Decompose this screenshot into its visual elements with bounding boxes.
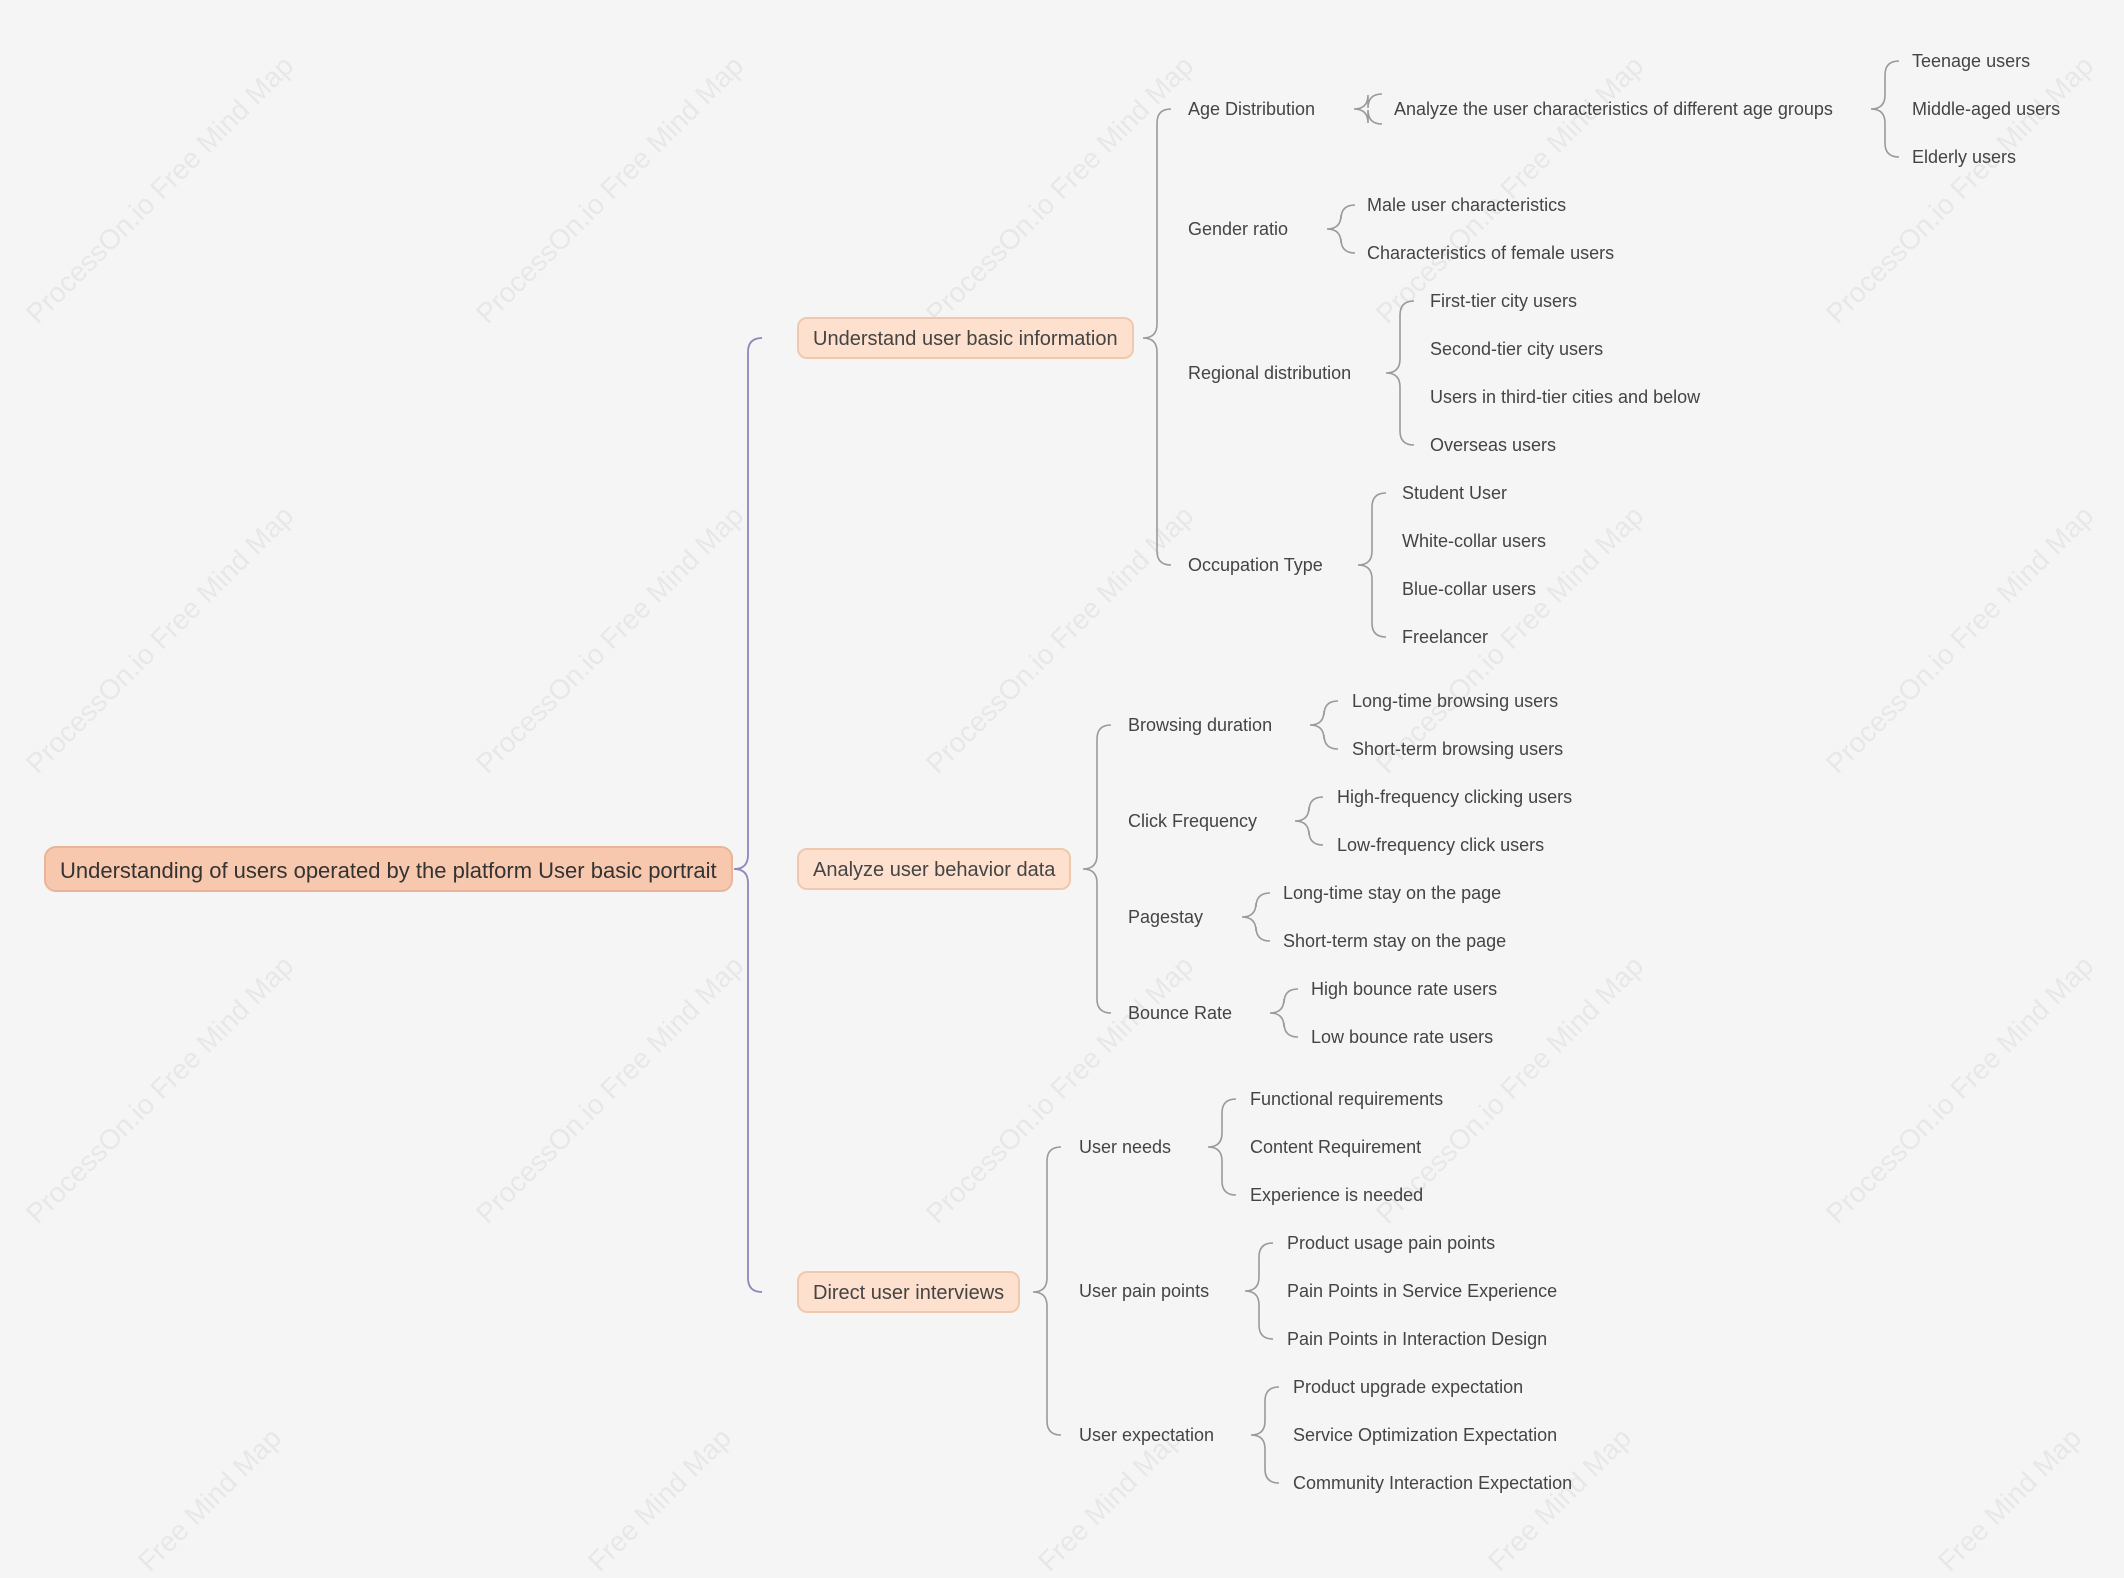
- browsing-duration-connector: [1309, 700, 1339, 750]
- item-high-bounce-rate-users[interactable]: High bounce rate users: [1311, 979, 1498, 999]
- topic-user-needs[interactable]: User needs: [1079, 1137, 1172, 1157]
- item-overseas-users[interactable]: Overseas users: [1430, 435, 1557, 455]
- topic-bounce-rate[interactable]: Bounce Rate: [1128, 1003, 1233, 1023]
- item-product-usage-pain-points[interactable]: Product usage pain points: [1287, 1233, 1496, 1253]
- item-female-user-characteristics[interactable]: Characteristics of female users: [1367, 243, 1615, 263]
- item-low-frequency-click-users[interactable]: Low-frequency click users: [1337, 835, 1545, 855]
- regional-distribution-connector: [1385, 300, 1415, 446]
- branch-user-interviews[interactable]: Direct user interviews: [797, 1271, 1021, 1313]
- item-community-interaction-expectation[interactable]: Community Interaction Expectation: [1293, 1473, 1573, 1493]
- occupation-type-connector: [1357, 492, 1387, 638]
- item-male-user-characteristics[interactable]: Male user characteristics: [1367, 195, 1567, 215]
- item-long-time-browsing-users[interactable]: Long-time browsing users: [1352, 691, 1559, 711]
- item-student-user[interactable]: Student User: [1402, 483, 1508, 503]
- item-teenage-users[interactable]: Teenage users: [1912, 51, 2031, 71]
- topic-browsing-duration[interactable]: Browsing duration: [1128, 715, 1273, 735]
- pagestay-connector: [1241, 892, 1271, 942]
- item-content-requirement[interactable]: Content Requirement: [1250, 1137, 1422, 1157]
- item-long-time-stay[interactable]: Long-time stay on the page: [1283, 883, 1502, 903]
- item-interaction-design-pain-points[interactable]: Pain Points in Interaction Design: [1287, 1329, 1548, 1349]
- item-elderly-users[interactable]: Elderly users: [1912, 147, 2017, 167]
- topic-user-pain-points[interactable]: User pain points: [1079, 1281, 1210, 1301]
- topic-click-frequency[interactable]: Click Frequency: [1128, 811, 1258, 831]
- click-frequency-connector: [1294, 796, 1324, 846]
- topic-regional-distribution[interactable]: Regional distribution: [1188, 363, 1352, 383]
- user-needs-connector: [1207, 1098, 1237, 1196]
- age-analysis-connector: [1870, 60, 1900, 158]
- item-short-term-browsing-users[interactable]: Short-term browsing users: [1352, 739, 1564, 759]
- topic-age-distribution[interactable]: Age Distribution: [1188, 99, 1316, 119]
- item-functional-requirements[interactable]: Functional requirements: [1250, 1089, 1444, 1109]
- topic-gender-ratio[interactable]: Gender ratio: [1188, 219, 1289, 239]
- bounce-rate-connector: [1269, 988, 1299, 1038]
- topic-pagestay[interactable]: Pagestay: [1128, 907, 1204, 927]
- item-experience-needed[interactable]: Experience is needed: [1250, 1185, 1424, 1205]
- branch-interviews-connector: [1032, 1146, 1062, 1436]
- gender-ratio-connector: [1326, 204, 1356, 254]
- item-low-bounce-rate-users[interactable]: Low bounce rate users: [1311, 1027, 1494, 1047]
- item-short-term-stay[interactable]: Short-term stay on the page: [1283, 931, 1507, 951]
- age-distribution-connector: [1353, 93, 1383, 125]
- root-branch-connector: [733, 337, 763, 1293]
- item-freelancer[interactable]: Freelancer: [1402, 627, 1489, 647]
- item-second-tier-city-users[interactable]: Second-tier city users: [1430, 339, 1604, 359]
- item-third-tier-city-users[interactable]: Users in third-tier cities and below: [1430, 387, 1701, 407]
- item-blue-collar-users[interactable]: Blue-collar users: [1402, 579, 1537, 599]
- item-middle-aged-users[interactable]: Middle-aged users: [1912, 99, 2061, 119]
- user-expectation-connector: [1250, 1386, 1280, 1484]
- item-first-tier-city-users[interactable]: First-tier city users: [1430, 291, 1578, 311]
- item-high-frequency-clicking-users[interactable]: High-frequency clicking users: [1337, 787, 1573, 807]
- item-product-upgrade-expectation[interactable]: Product upgrade expectation: [1293, 1377, 1524, 1397]
- branch-basic-info[interactable]: Understand user basic information: [797, 317, 1134, 359]
- topic-occupation-type[interactable]: Occupation Type: [1188, 555, 1323, 575]
- topic-user-expectation[interactable]: User expectation: [1079, 1425, 1215, 1445]
- branch-behavior-data[interactable]: Analyze user behavior data: [797, 848, 1072, 890]
- branch-behavior-connector: [1082, 724, 1112, 1014]
- item-service-experience-pain-points[interactable]: Pain Points in Service Experience: [1287, 1281, 1558, 1301]
- branch-basic-info-connector: [1142, 108, 1172, 566]
- user-pain-points-connector: [1244, 1242, 1274, 1340]
- item-white-collar-users[interactable]: White-collar users: [1402, 531, 1547, 551]
- item-service-optimization-expectation[interactable]: Service Optimization Expectation: [1293, 1425, 1558, 1445]
- root-topic[interactable]: Understanding of users operated by the p…: [44, 846, 733, 892]
- subtopic-age-analysis[interactable]: Analyze the user characteristics of diff…: [1394, 99, 1833, 119]
